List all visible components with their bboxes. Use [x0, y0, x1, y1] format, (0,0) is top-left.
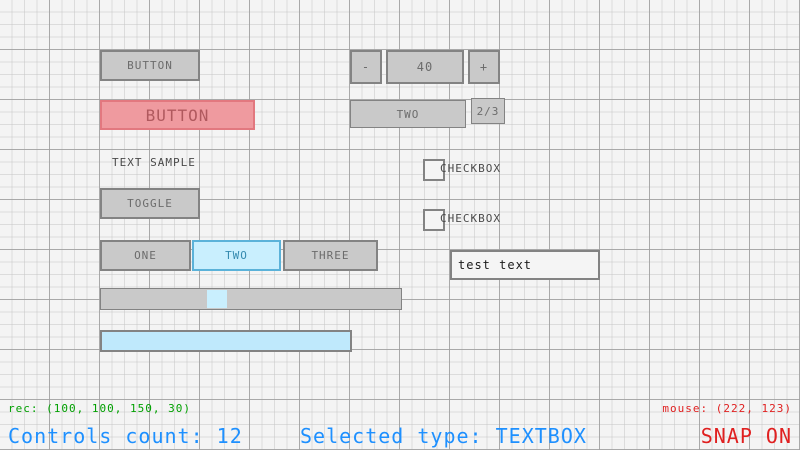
selected-type-text: Selected type: TEXTBOX — [300, 424, 587, 448]
button-primary[interactable]: BUTTON — [100, 50, 200, 81]
progress-bar[interactable] — [100, 330, 352, 352]
toggle-group-item-one[interactable]: ONE — [100, 240, 191, 271]
checkbox-one[interactable] — [423, 159, 445, 181]
spinner-value[interactable]: 40 — [386, 50, 464, 84]
mouse-info-text: mouse: (222, 123) — [662, 402, 792, 415]
textbox[interactable]: test text — [450, 250, 600, 280]
toggle-group-item-two[interactable]: TWO — [192, 240, 281, 271]
spinner[interactable]: - 40 + — [350, 50, 500, 84]
slider[interactable] — [100, 288, 402, 310]
rec-info-text: rec: (100, 100, 150, 30) — [8, 402, 191, 415]
dropdown-page-indicator[interactable]: 2/3 — [471, 98, 505, 124]
toggle-button[interactable]: TOGGLE — [100, 188, 200, 219]
button-danger[interactable]: BUTTON — [100, 100, 255, 130]
snap-state-text: SNAP ON — [700, 424, 792, 448]
checkbox-two[interactable] — [423, 209, 445, 231]
checkbox-two-label: CHECKBOX — [440, 212, 501, 225]
checkbox-one-label: CHECKBOX — [440, 162, 501, 175]
spinner-increment-button[interactable]: + — [468, 50, 500, 84]
dropdown-box[interactable]: TWO — [350, 100, 466, 128]
controls-count-text: Controls count: 12 — [8, 424, 243, 448]
spinner-decrement-button[interactable]: - — [350, 50, 382, 84]
toggle-group[interactable]: ONE TWO THREE — [100, 240, 378, 271]
progress-bar-fill — [102, 332, 350, 350]
toggle-group-item-three[interactable]: THREE — [283, 240, 378, 271]
text-sample-label: TEXT SAMPLE — [112, 155, 196, 169]
slider-handle[interactable] — [207, 290, 227, 308]
